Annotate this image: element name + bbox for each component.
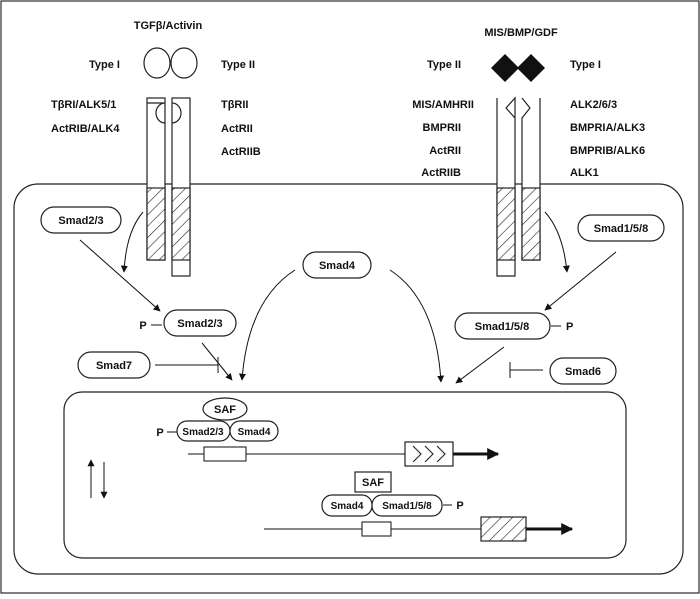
smad158-phospho-arrow <box>544 251 617 311</box>
nuc1-saf-ellipse <box>202 397 248 421</box>
smad4-right-arrow <box>389 269 445 383</box>
smad4-label: Smad4 <box>319 260 356 272</box>
nuc2-saf-label: SAF <box>362 477 384 489</box>
smad23-box <box>40 206 122 234</box>
dna2-target-gene <box>480 516 527 542</box>
right-type1-receptor-4: ALK1 <box>570 167 599 179</box>
smad158-to-nucleus-arrow <box>455 346 505 384</box>
smad158-p-label: Smad1/5/8 <box>475 321 529 333</box>
dna1-gene-pattern <box>412 445 446 463</box>
right-ligand-1 <box>491 54 519 82</box>
smad158-label: Smad1/5/8 <box>594 223 648 235</box>
nuc2-saf-box <box>354 471 392 493</box>
right-phospho-p: P <box>566 321 573 333</box>
right-type1-receptor-2: BMPRIA/ALK3 <box>570 122 645 134</box>
nuc1-smad4-label: Smad4 <box>238 427 271 438</box>
left-ligand-1 <box>143 47 171 79</box>
right-type2-receptor-3: ActRII <box>429 145 461 157</box>
left-type2-receptor-2: ActRII <box>221 123 253 135</box>
right-receptor-type1 <box>521 97 541 261</box>
left-ligand-2 <box>170 47 198 79</box>
left-receptor-type1 <box>146 97 166 261</box>
left-ligand-label: TGFβ/Activin <box>134 20 203 32</box>
nucleus <box>63 391 627 559</box>
right-type2-receptor-4: ActRIIB <box>421 167 461 179</box>
right-ligand-2 <box>517 54 545 82</box>
smad6-box <box>549 357 617 385</box>
smad158-p-box <box>454 312 551 340</box>
left-type1-receptor-2: ActRIB/ALK4 <box>51 123 120 135</box>
smad23-to-nucleus-arrow <box>201 342 233 381</box>
nuc2-rsmad-box <box>371 494 443 517</box>
smad23-p-box <box>163 309 237 337</box>
left-type2-receptor-1: TβRII <box>221 99 249 111</box>
left-type1-receptor-1: TβRI/ALK5/1 <box>51 99 116 111</box>
right-type2-receptor-1: MIS/AMHRII <box>412 99 474 111</box>
right-type1-receptor-1: ALK2/6/3 <box>570 99 617 111</box>
right-type1-receptor-3: BMPRIB/ALK6 <box>570 145 645 157</box>
smad7-label: Smad7 <box>96 360 132 372</box>
nuc2-smad4-label: Smad4 <box>331 501 364 512</box>
left-type2-receptor-3: ActRIIB <box>221 146 261 158</box>
smad23-p-label: Smad2/3 <box>177 318 222 330</box>
smad7-box <box>77 351 151 379</box>
smad6-label: Smad6 <box>565 366 601 378</box>
nuc1-saf-label: SAF <box>214 404 236 416</box>
smad158-box <box>577 214 665 242</box>
left-receptor-type2 <box>171 97 191 277</box>
dna1-promoter-box <box>203 446 247 462</box>
nuc2-rsmad-label: Smad1/5/8 <box>382 501 432 512</box>
nuc1-smad4-box <box>229 420 279 442</box>
nuc1-phospho-p: P <box>156 427 163 439</box>
right-type2-receptor-2: BMPRII <box>423 122 462 134</box>
right-receptor-type2 <box>496 96 516 277</box>
nuc1-rsmad-label: Smad2/3 <box>182 427 224 438</box>
right-receptor-arrow <box>544 211 570 273</box>
right-type1-label: Type I <box>570 59 601 71</box>
left-type1-label: Type I <box>89 59 120 71</box>
nuc2-phospho-p: P <box>456 500 463 512</box>
dna1-target-gene <box>404 441 454 467</box>
smad4-left-arrow <box>238 269 296 381</box>
left-type2-label: Type II <box>221 59 255 71</box>
smad23-phospho-arrow <box>79 239 161 312</box>
right-ligand-label: MIS/BMP/GDF <box>484 27 558 39</box>
right-type2-label: Type II <box>427 59 461 71</box>
dna2-promoter-box <box>361 521 392 537</box>
left-phospho-p: P <box>139 320 146 332</box>
smad4-box <box>302 251 372 279</box>
smad23-label: Smad2/3 <box>58 215 103 227</box>
left-receptor-arrow <box>120 211 144 273</box>
